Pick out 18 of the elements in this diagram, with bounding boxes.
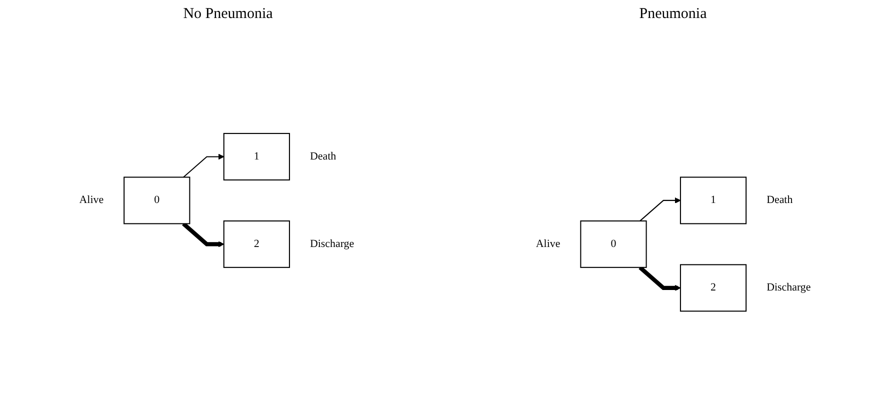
arrow — [182, 222, 224, 248]
node-box: 0 — [580, 220, 647, 268]
node-label: Discharge — [766, 282, 811, 294]
arrow — [640, 198, 681, 222]
node-box: 2 — [223, 220, 290, 268]
arrow — [183, 154, 224, 178]
node-label: Death — [766, 194, 793, 206]
node-box: 1 — [680, 176, 747, 224]
panel-heading: No Pneumonia — [183, 6, 273, 24]
panel-heading: Pneumonia — [639, 6, 707, 24]
node-label: Alive — [536, 238, 560, 250]
node-label: Discharge — [310, 238, 354, 250]
node-label: Alive — [79, 194, 104, 206]
node-box: 1 — [223, 133, 290, 181]
node-box: 0 — [124, 176, 190, 224]
node-label: Death — [310, 150, 336, 162]
node-box: 2 — [680, 264, 747, 312]
arrow — [638, 266, 681, 292]
